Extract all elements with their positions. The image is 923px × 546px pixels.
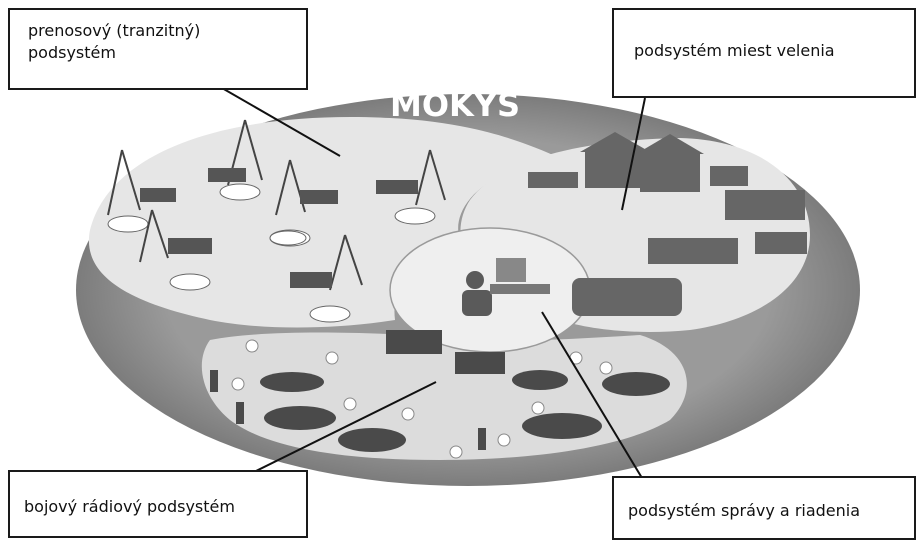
radio-node — [401, 407, 415, 421]
radio-node — [343, 397, 357, 411]
command-post-vehicles — [528, 132, 807, 316]
label-transit-subsystem: prenosový (tranzitný) podsystém — [8, 8, 308, 90]
truck-cp-3 — [725, 190, 805, 220]
label-transit-line2: podsystém — [28, 42, 116, 62]
operator-body — [462, 290, 492, 316]
leader-transit — [221, 87, 341, 157]
combat-units — [210, 330, 670, 452]
label-management-text: podsystém správy a riadenia — [628, 501, 861, 520]
radio-nodes — [231, 339, 613, 459]
operator-workstation — [462, 258, 550, 316]
label-command-posts-subsystem: podsystém miest velenia — [612, 8, 916, 98]
soldier-2 — [236, 402, 244, 424]
label-transit-line1: prenosový (tranzitný) — [28, 21, 201, 40]
radio-node — [231, 377, 245, 391]
soldier-1 — [210, 370, 218, 392]
truck-cp-2 — [710, 166, 748, 186]
dish-marker — [269, 230, 307, 246]
antenna-truck-6 — [290, 234, 363, 323]
combat-radio-region — [201, 332, 687, 460]
label-command-posts-text: podsystém miest velenia — [634, 41, 835, 60]
label-combat-radio-subsystem: bojový rádiový podsystém — [8, 470, 308, 538]
radio-truck-1 — [386, 330, 442, 354]
leader-command — [621, 97, 646, 211]
antenna-truck-4 — [139, 209, 212, 291]
operator-head — [466, 271, 484, 289]
diagram-title: MOKYS — [390, 86, 520, 124]
truck-cp-4 — [648, 238, 738, 264]
building-2 — [640, 152, 700, 192]
tank-4 — [512, 370, 568, 390]
antenna-truck-5 — [376, 149, 446, 225]
radio-truck-2 — [455, 352, 505, 374]
tank-5 — [602, 372, 670, 396]
building-1 — [585, 150, 645, 188]
building-2-roof — [636, 134, 704, 154]
leader-lines — [221, 87, 646, 479]
transit-region — [88, 116, 560, 328]
desk — [490, 284, 550, 294]
armored-vehicle — [572, 278, 682, 316]
radio-node — [245, 339, 259, 353]
antenna-truck-2 — [208, 119, 263, 201]
radio-node — [531, 401, 545, 415]
building-1-roof — [580, 132, 650, 152]
radio-node — [497, 433, 511, 447]
tank-3 — [338, 428, 406, 452]
truck-cp-1 — [528, 172, 578, 188]
radio-node — [599, 361, 613, 375]
truck-cp-5 — [755, 232, 807, 254]
tank-2 — [264, 406, 336, 430]
label-combat-radio-text: bojový rádiový podsystém — [24, 497, 235, 516]
tank-6 — [522, 413, 602, 439]
antenna-truck-1 — [107, 149, 176, 233]
leader-management — [541, 311, 643, 479]
monitor — [496, 258, 526, 282]
radio-node — [325, 351, 339, 365]
leader-combat — [249, 381, 437, 475]
transit-antenna-units — [107, 119, 446, 323]
label-management-subsystem: podsystém správy a riadenia — [612, 476, 916, 540]
soldier-3 — [478, 428, 486, 450]
tank-1 — [260, 372, 324, 392]
radio-node — [449, 445, 463, 459]
